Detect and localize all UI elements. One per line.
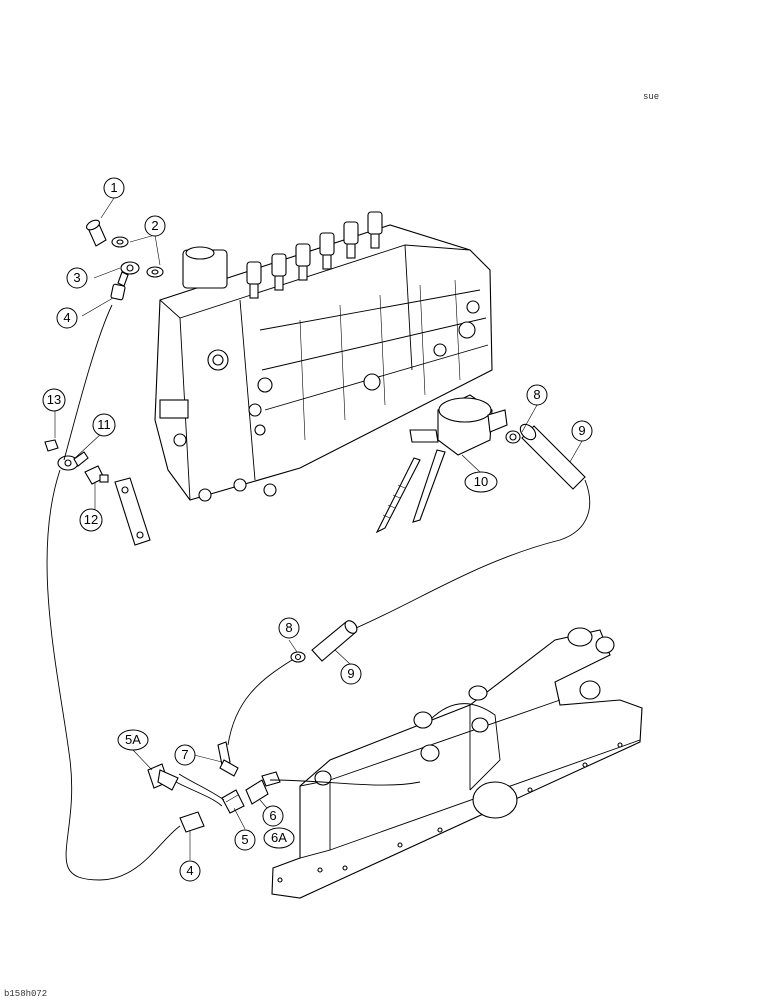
callout-11-label: 11 [97,417,111,432]
hose-clamp-upper [505,430,521,444]
tee-6 [245,771,281,805]
callout-13-label: 13 [47,392,61,407]
callout-4-upper-label: 4 [63,310,70,325]
bracket-plate [114,477,151,546]
callout-4-lower-label: 4 [186,863,193,878]
fuel-lines [46,304,591,881]
figure-code: b158h072 [4,989,47,999]
callout-1-label: 1 [110,180,117,195]
callout-11: 11 [92,413,116,437]
injection-pump [154,211,493,502]
callout-6a-label: 6A [271,830,287,845]
callout-9-upper-label: 9 [578,423,585,438]
leader-lines [54,197,583,860]
callout-9-lower-label: 9 [347,666,354,681]
callout-12-label: 12 [84,512,98,527]
callout-8-lower-label: 8 [285,620,292,635]
banjo-bolt [85,219,107,247]
elbow-5a [147,763,179,791]
connector-12 [84,465,109,485]
callout-7: 7 [174,744,196,766]
callout-9-lower: 9 [340,663,362,685]
callout-5-label: 5 [241,832,248,847]
banjo-fitting-11 [57,451,89,471]
callout-5a-label: 5A [125,732,141,747]
callout-6: 6 [262,805,284,827]
banjo-fitting [117,261,140,287]
callout-3-label: 3 [73,270,80,285]
delivery-valves [246,211,383,299]
elbow-7 [217,741,239,777]
hose-clamp-lower [290,651,306,663]
callout-10-label: 10 [474,474,488,489]
callout-13: 13 [42,388,66,412]
callout-1: 1 [103,177,125,199]
line-fitting-upper [110,283,126,301]
callout-6-label: 6 [269,808,276,823]
callout-8-upper-label: 8 [533,387,540,402]
adapter-5 [221,789,245,814]
callout-2: 2 [144,215,166,237]
nut-13 [44,439,59,452]
callout-2-label: 2 [151,218,158,233]
sheet-code: sue [643,92,659,102]
callout-7-label: 7 [181,747,188,762]
callout-6a: 6A [263,827,295,849]
callout-5: 5 [234,829,256,851]
callout-8-upper: 8 [526,384,548,406]
callout-3: 3 [66,267,88,289]
callout-4-lower: 4 [179,860,201,882]
callout-12: 12 [79,508,103,532]
aneroid-assembly [375,394,508,534]
callout-9-upper: 9 [571,420,593,442]
callout-10: 10 [464,471,498,493]
callout-4-upper: 4 [56,307,78,329]
callout-5a: 5A [117,729,149,751]
connector-4-lower [179,811,205,833]
callout-8-lower: 8 [278,617,300,639]
intake-manifold [271,627,643,899]
